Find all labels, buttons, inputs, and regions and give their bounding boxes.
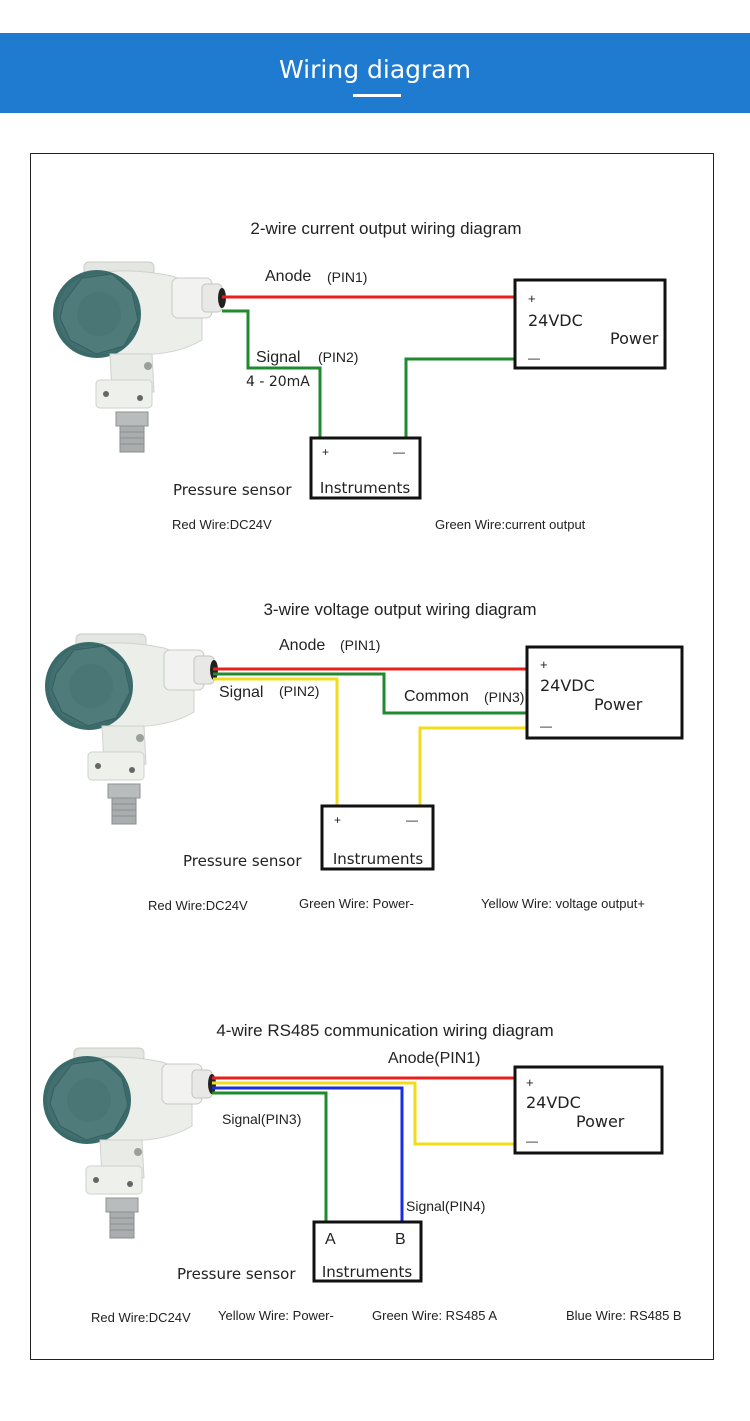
legend-green: Green Wire: Power-	[299, 896, 414, 911]
instrument-box: + — Instruments	[320, 804, 435, 871]
power-voltage: 24VDC	[528, 311, 583, 330]
legend-green: Green Wire: RS485 A	[372, 1308, 497, 1323]
instrument-box: A B Instruments	[312, 1220, 423, 1283]
instrument-right-terminal: B	[395, 1231, 406, 1248]
green-wire-return	[404, 357, 515, 438]
instrument-right-terminal: —	[406, 813, 418, 827]
sensor-label: Pressure sensor	[177, 1265, 296, 1283]
diagram-3-wire: 3-wire voltage output wiring diagram Ano…	[44, 600, 684, 913]
title-underline	[353, 94, 401, 97]
page-title: Wiring diagram	[279, 55, 471, 84]
signal-label: Signal	[219, 684, 263, 701]
green-wire	[213, 672, 527, 715]
power-name: Power	[594, 695, 643, 714]
signal-pin4-label: Signal(PIN4)	[406, 1198, 485, 1214]
power-minus: —	[528, 351, 540, 365]
signal-range-label: 4 - 20mA	[246, 374, 310, 390]
common-pin-label: (PIN3)	[484, 689, 524, 705]
anode-label: Anode	[279, 637, 325, 654]
blue-wire	[212, 1086, 404, 1222]
instrument-right-terminal: —	[393, 445, 405, 459]
legend-blue: Blue Wire: RS485 B	[566, 1308, 682, 1323]
instrument-left-terminal: +	[322, 445, 329, 459]
pressure-sensor-image	[44, 633, 219, 825]
diagram-title: 4-wire RS485 communication wiring diagra…	[216, 1021, 553, 1040]
diagram-frame	[30, 153, 714, 1360]
power-voltage: 24VDC	[526, 1093, 581, 1112]
legend-red: Red Wire:DC24V	[148, 898, 248, 913]
power-plus: +	[528, 291, 536, 306]
green-wire	[212, 1091, 328, 1222]
yellow-wire-return	[418, 726, 527, 806]
power-supply-box: + 24VDC Power —	[513, 278, 667, 370]
signal-pin-label: (PIN2)	[318, 349, 358, 365]
power-minus: —	[526, 1134, 538, 1148]
power-name: Power	[576, 1112, 625, 1131]
instrument-left-terminal: A	[325, 1231, 336, 1248]
header-banner: Wiring diagram	[0, 33, 750, 113]
diagram-title: 2-wire current output wiring diagram	[250, 219, 521, 238]
diagram-2-wire: 2-wire current output wiring diagram Ano…	[52, 219, 667, 532]
signal-pin-label: (PIN2)	[279, 683, 319, 699]
instrument-name: Instruments	[320, 479, 411, 497]
green-wire-signal	[222, 309, 322, 438]
anode-pin-label: (PIN1)	[327, 269, 367, 285]
legend-red: Red Wire:DC24V	[91, 1310, 191, 1325]
anode-label: Anode	[265, 268, 311, 285]
common-label: Common	[404, 688, 469, 705]
yellow-wire	[212, 1081, 515, 1146]
signal-label: Signal	[256, 349, 300, 366]
power-supply-box: + 24VDC Power —	[513, 1065, 664, 1155]
legend-green: Green Wire:current output	[435, 517, 586, 532]
signal-pin3-label: Signal(PIN3)	[222, 1111, 301, 1127]
power-plus: +	[540, 657, 548, 672]
power-plus: +	[526, 1075, 534, 1090]
anode-pin-label: (PIN1)	[340, 637, 380, 653]
legend-red: Red Wire:DC24V	[172, 517, 272, 532]
diagram-title: 3-wire voltage output wiring diagram	[263, 600, 536, 619]
power-supply-box: + 24VDC Power —	[525, 645, 684, 740]
pressure-sensor-image	[52, 261, 227, 453]
instrument-box: + — Instruments	[309, 436, 422, 500]
sensor-label: Pressure sensor	[183, 852, 302, 870]
diagram-4-wire-rs485: 4-wire RS485 communication wiring diagra…	[42, 1021, 682, 1325]
instrument-name: Instruments	[322, 1263, 413, 1281]
sensor-label: Pressure sensor	[173, 481, 292, 499]
legend-yellow: Yellow Wire: voltage output+	[481, 896, 645, 911]
legend-yellow: Yellow Wire: Power-	[218, 1308, 334, 1323]
pressure-sensor-image	[42, 1047, 217, 1239]
anode-label: Anode(PIN1)	[388, 1050, 481, 1067]
power-voltage: 24VDC	[540, 676, 595, 695]
instrument-left-terminal: +	[334, 813, 341, 827]
instrument-name: Instruments	[333, 850, 424, 868]
power-name: Power	[610, 329, 659, 348]
power-minus: —	[540, 719, 552, 733]
yellow-wire-signal	[213, 677, 339, 806]
